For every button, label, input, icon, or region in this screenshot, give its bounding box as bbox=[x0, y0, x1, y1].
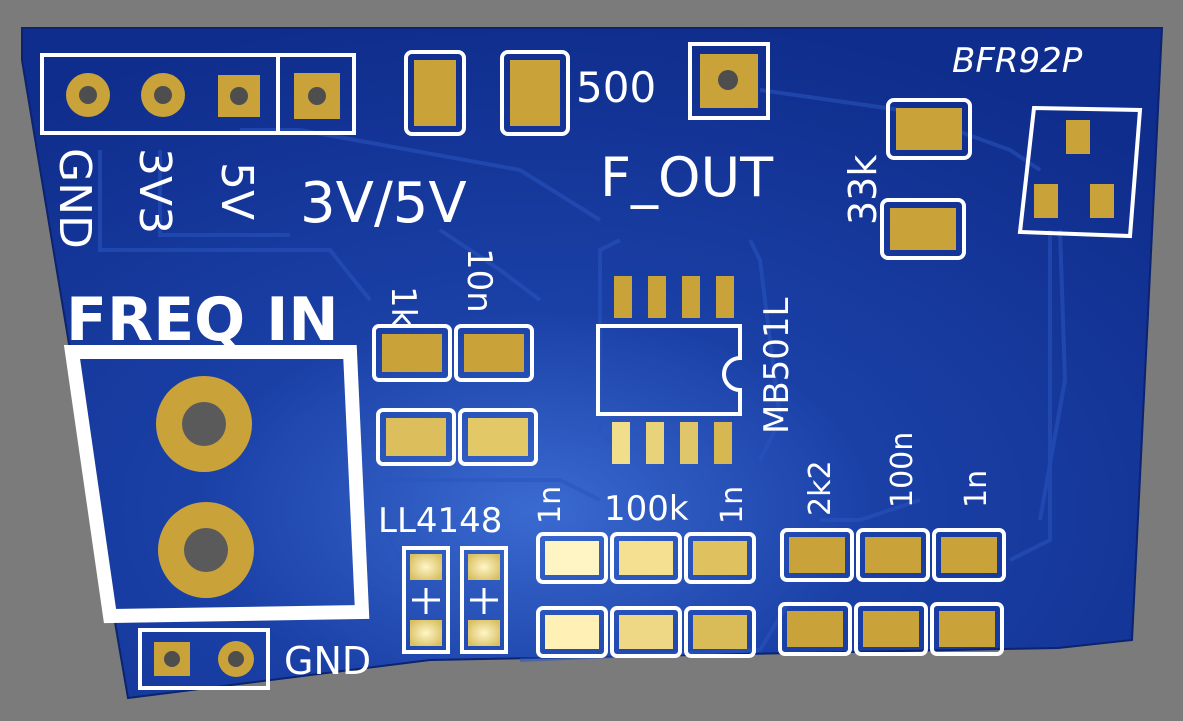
label-3v3-pin: 3V3 bbox=[129, 148, 180, 234]
capacitor-10n bbox=[454, 324, 538, 466]
pcb-board bbox=[21, 27, 1164, 700]
pin-header-power bbox=[40, 53, 356, 135]
label-bfr92p: BFR92P bbox=[952, 41, 1083, 81]
capacitor-1n-a bbox=[536, 532, 608, 658]
resistor-33k bbox=[880, 98, 972, 260]
label-100k: 100k bbox=[604, 489, 689, 529]
capacitor-1n-c bbox=[930, 528, 1006, 656]
resistor-100k bbox=[610, 532, 682, 658]
label-1n-a: 1n bbox=[533, 486, 568, 524]
terminal-freq-in bbox=[63, 345, 370, 624]
label-trimmer: 500 bbox=[576, 63, 656, 112]
label-f-out: F_OUT bbox=[600, 146, 774, 209]
label-ll4148: LL4148 bbox=[378, 501, 502, 541]
label-5v-pin: 5V bbox=[211, 162, 262, 220]
resistor-1k bbox=[372, 324, 456, 466]
label-supply: 3V/5V bbox=[300, 171, 467, 236]
label-freq-in: FREQ IN bbox=[66, 285, 339, 355]
transistor-bfr92p bbox=[1017, 105, 1143, 239]
header-pin-1 bbox=[66, 73, 110, 117]
resistor-2k2 bbox=[778, 528, 854, 656]
label-100n: 100n bbox=[885, 432, 920, 508]
pin-header-gnd bbox=[138, 628, 270, 690]
label-mb501l: MB501L bbox=[757, 297, 797, 434]
label-gnd-bottom: GND bbox=[284, 639, 371, 683]
capacitor-1n-b bbox=[684, 532, 756, 658]
header-pin-2 bbox=[141, 73, 185, 117]
diode-ll4148 bbox=[402, 546, 508, 654]
label-1n-b: 1n bbox=[715, 486, 750, 524]
label-33k: 33k bbox=[841, 155, 885, 225]
capacitor-100n bbox=[854, 528, 930, 656]
pad-trimmer-500 bbox=[404, 50, 570, 136]
header-pin-4 bbox=[294, 73, 340, 119]
header-pin-3 bbox=[218, 75, 260, 117]
pin-f-out bbox=[688, 42, 770, 120]
label-2k2: 2k2 bbox=[803, 460, 838, 516]
label-10n: 10n bbox=[459, 248, 499, 313]
label-1n-c: 1n bbox=[959, 470, 994, 508]
label-1k: 1k bbox=[383, 286, 423, 328]
ic-mb501l bbox=[596, 276, 742, 464]
label-gnd-pin: GND bbox=[49, 148, 100, 249]
